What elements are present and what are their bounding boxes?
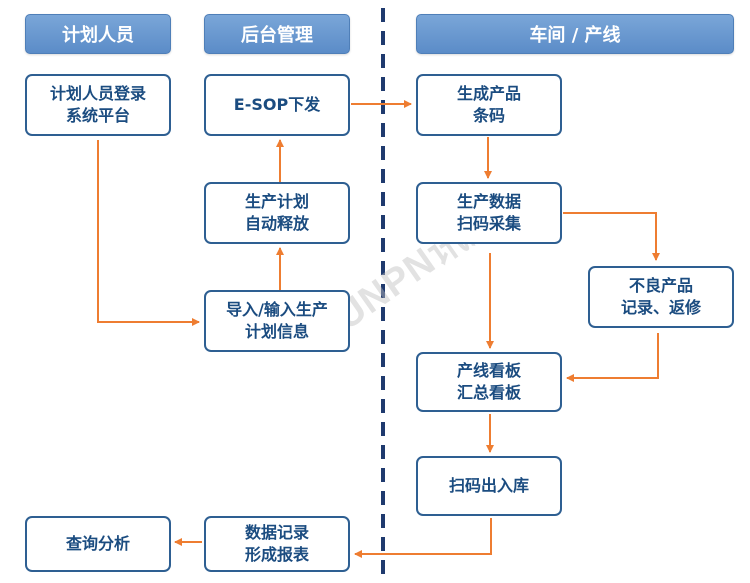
header-workshop: 车间 / 产线 xyxy=(416,14,734,54)
node-scan-warehouse: 扫码出入库 xyxy=(416,456,562,516)
header-planner: 计划人员 xyxy=(25,14,171,54)
node-scan-collect: 生产数据扫码采集 xyxy=(416,182,562,244)
node-data-report: 数据记录形成报表 xyxy=(204,516,350,572)
arrow-defect-to-kanban xyxy=(566,333,659,382)
node-line-kanban: 产线看板汇总看板 xyxy=(416,352,562,412)
node-defect-repair: 不良产品记录、返修 xyxy=(588,266,734,328)
node-query-analysis: 查询分析 xyxy=(25,516,171,572)
arrow-login-to-import xyxy=(97,140,200,326)
node-import-plan: 导入/输入生产计划信息 xyxy=(204,290,350,352)
arrow-warehouse-to-report xyxy=(354,518,492,558)
arrow-scan-to-defect xyxy=(563,212,660,261)
node-planner-login: 计划人员登录系统平台 xyxy=(25,74,171,136)
node-esop-dispatch: E-SOP下发 xyxy=(204,74,350,136)
header-backend: 后台管理 xyxy=(204,14,350,54)
node-product-barcode: 生成产品条码 xyxy=(416,74,562,136)
node-plan-auto-release: 生产计划自动释放 xyxy=(204,182,350,244)
